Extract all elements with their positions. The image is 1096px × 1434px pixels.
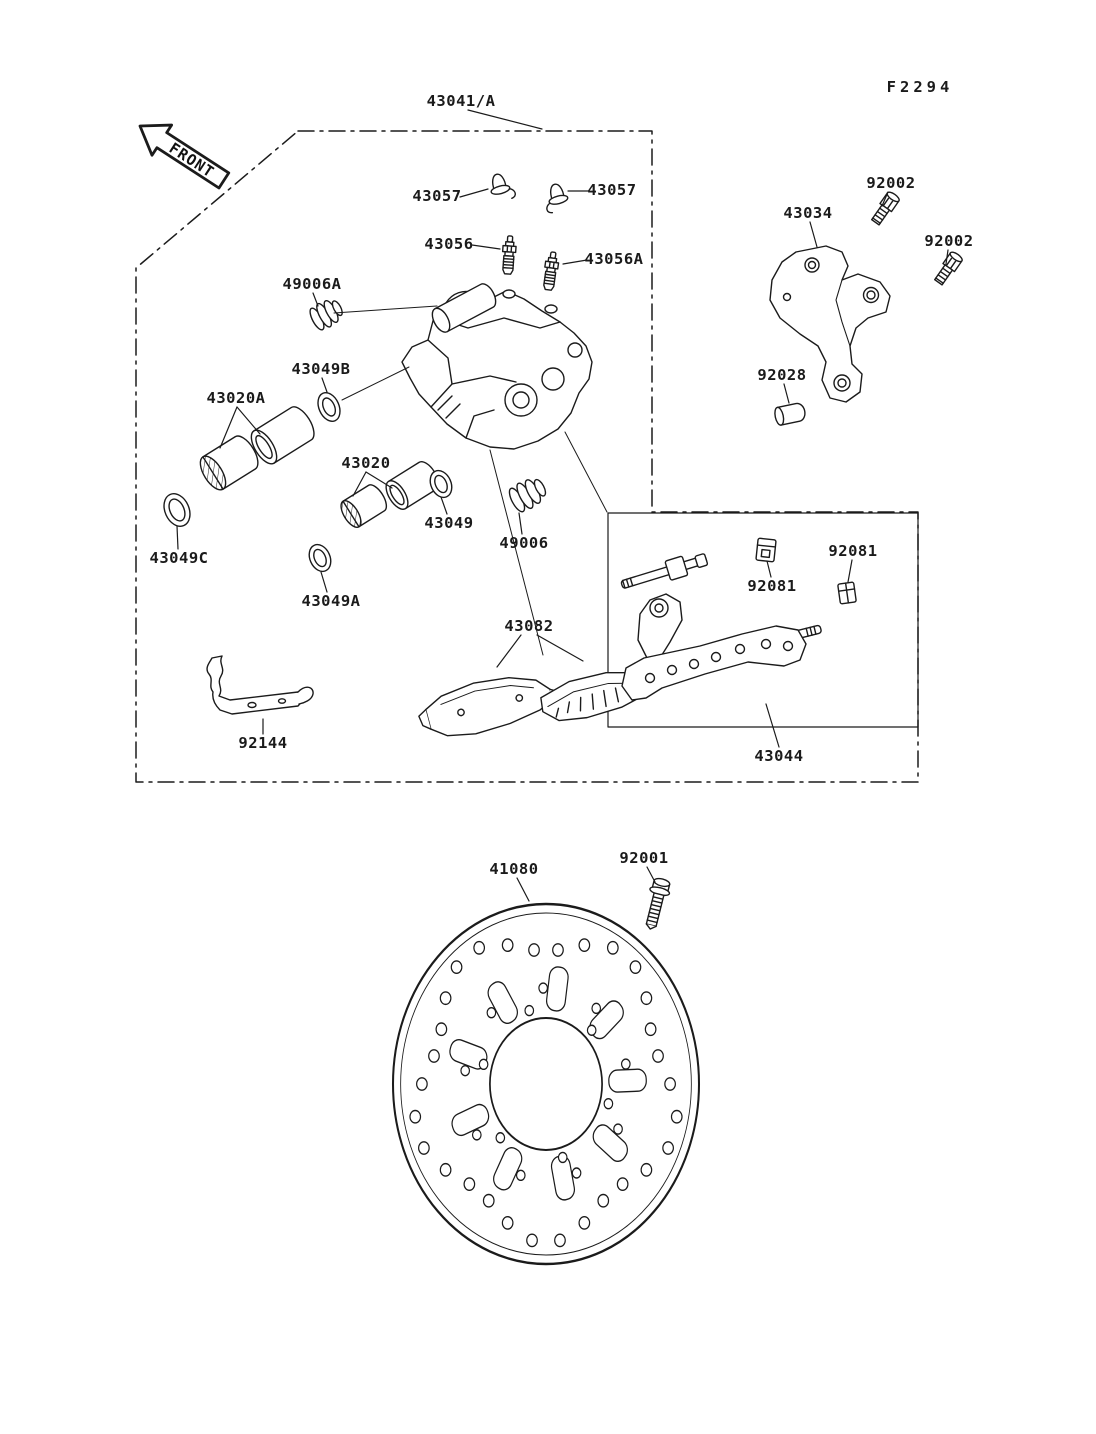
part-label-49006: 49006 xyxy=(499,534,549,552)
part-label-43049c: 43049C xyxy=(149,549,209,567)
bleed-cap-left xyxy=(490,173,516,200)
assembly-lines xyxy=(333,305,608,656)
part-label-43020: 43020 xyxy=(341,454,391,472)
part-label-92001: 92001 xyxy=(619,849,669,867)
part-label-43049a: 43049A xyxy=(301,592,361,610)
part-label-43057-right: 43057 xyxy=(587,181,637,199)
part-label-49006a: 49006A xyxy=(282,275,342,293)
part-label-92081-right: 92081 xyxy=(828,542,878,560)
bleed-valve-right xyxy=(543,251,560,291)
figure-code: F2294 xyxy=(886,78,954,96)
part-label-43049: 43049 xyxy=(424,514,474,532)
disc-bolt-92001 xyxy=(645,877,671,930)
part-label-43056a: 43056A xyxy=(584,250,644,268)
disc-holes xyxy=(409,938,683,1248)
part-label-92144: 92144 xyxy=(238,734,288,752)
bleed-valve-left xyxy=(501,235,517,275)
bolt-92002-top xyxy=(871,191,900,226)
seal-43049 xyxy=(429,469,453,499)
caliper-sleeve xyxy=(431,283,497,333)
caliper-holder-43034 xyxy=(769,245,891,403)
leader-lines xyxy=(176,109,949,902)
pad-spring-92144 xyxy=(206,655,314,715)
slide-pin-upper xyxy=(620,553,709,589)
part-label-92002-right: 92002 xyxy=(924,232,974,250)
pad-clip-right-92081 xyxy=(837,581,857,605)
part-label-41080: 41080 xyxy=(489,860,539,878)
part-label-92002-top: 92002 xyxy=(866,174,916,192)
pad-clip-left-92081 xyxy=(755,537,777,563)
seal-43049c xyxy=(163,493,191,527)
part-label-43034: 43034 xyxy=(783,204,833,222)
brake-disc-41080 xyxy=(391,902,701,1266)
part-label-92028: 92028 xyxy=(757,366,807,384)
piston-pair-43020a xyxy=(199,406,315,491)
part-label-43049b: 43049B xyxy=(291,360,351,378)
front-arrow: FRONT xyxy=(138,123,231,190)
carrier-group-box xyxy=(607,512,919,728)
caliper-body xyxy=(401,283,593,450)
carrier-43044 xyxy=(620,553,822,701)
seal-43049b xyxy=(317,392,341,422)
assembly-boundary xyxy=(135,130,919,783)
part-label-43057-left: 43057 xyxy=(412,187,462,205)
part-label-92081-left: 92081 xyxy=(747,577,797,595)
boot-49006 xyxy=(508,478,547,513)
part-label-43082: 43082 xyxy=(504,617,554,635)
boot-49006a xyxy=(309,299,343,331)
bolt-92002-right xyxy=(934,251,963,286)
part-label-43056: 43056 xyxy=(424,235,474,253)
part-label-43044: 43044 xyxy=(754,747,804,765)
part-label-43041a: 43041/A xyxy=(426,92,496,110)
part-label-43020a: 43020A xyxy=(206,389,266,407)
seal-43049a xyxy=(308,543,332,573)
cap-92028 xyxy=(774,402,806,426)
bleed-cap-right xyxy=(546,183,569,214)
